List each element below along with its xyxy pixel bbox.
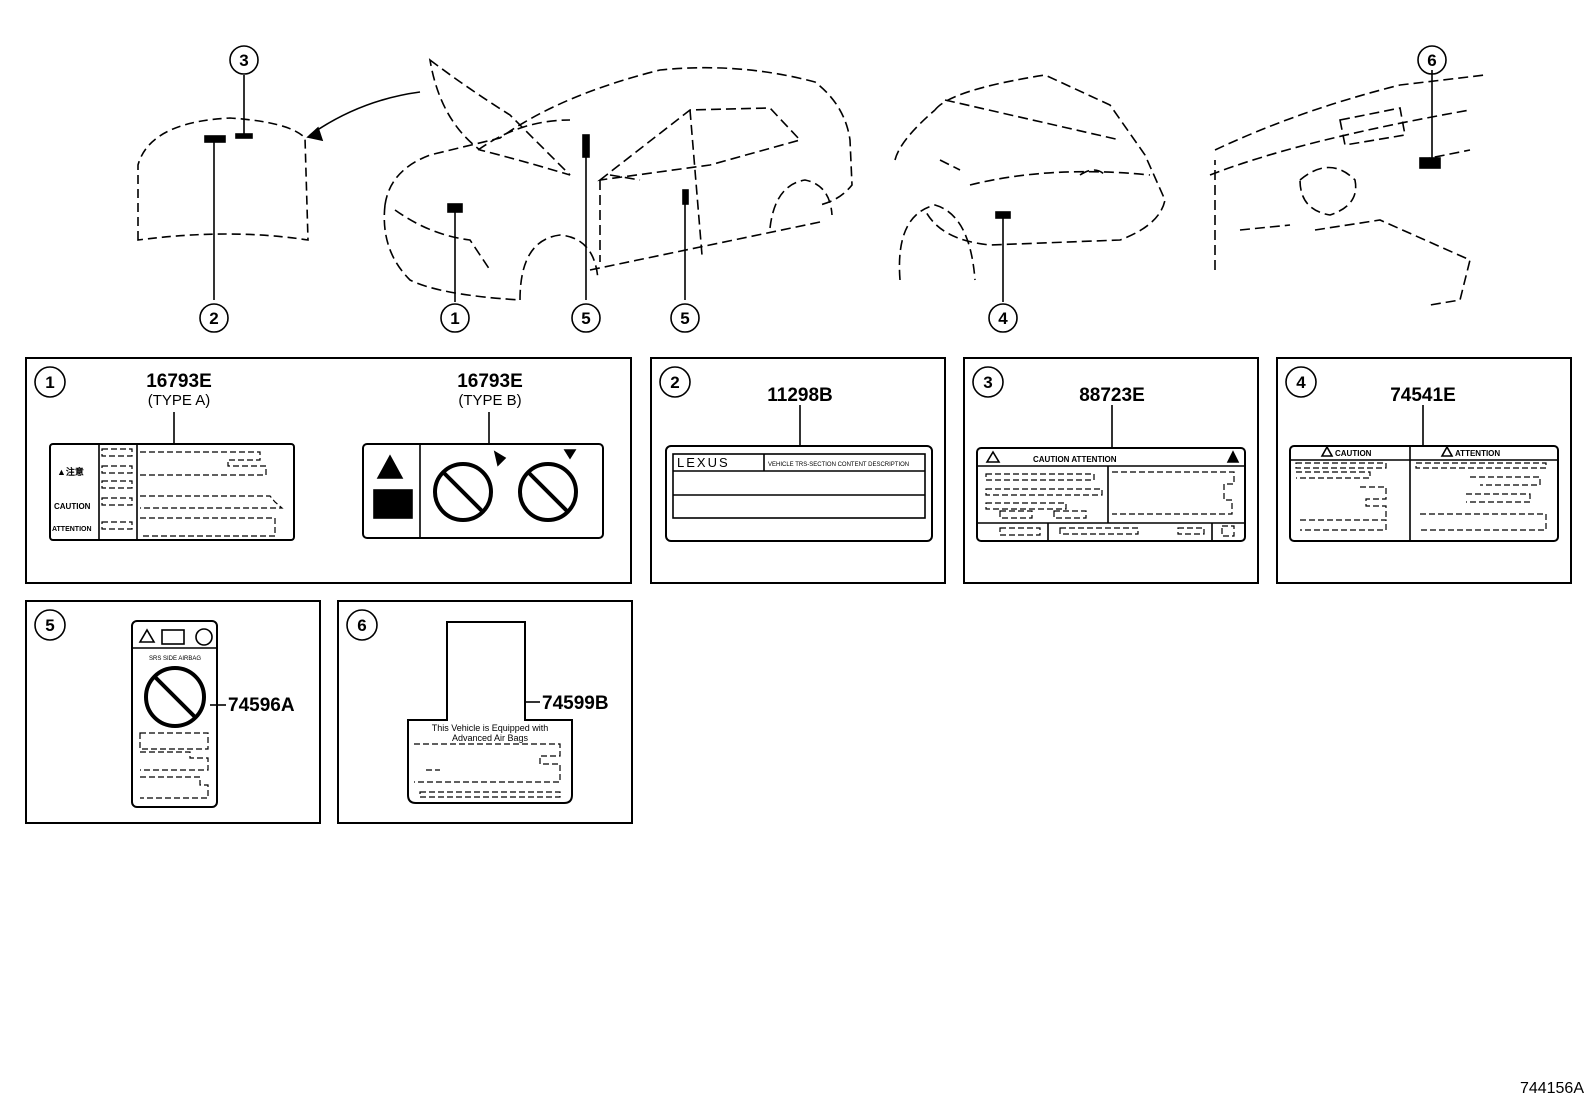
car-rear-illustration — [894, 74, 1166, 281]
callout-3-label: 3 — [239, 51, 248, 70]
panel-5-number: 5 — [45, 616, 54, 635]
panel-frames — [25, 357, 1572, 824]
callout-5a-label: 5 — [581, 309, 590, 328]
callout-6-label: 6 — [1427, 51, 1436, 70]
part-number-74599b: 74599B — [542, 693, 609, 714]
label-16793e-type-b — [362, 412, 604, 539]
part-number-16793e-a: 16793E — [146, 371, 212, 392]
callout-6-circle — [1417, 45, 1447, 75]
label-74541e-caution: CAUTION — [1335, 449, 1372, 458]
airbag-notice-line2: Advanced Air Bags — [452, 733, 529, 743]
panel-4-number: 4 — [1296, 373, 1306, 392]
callout-circles — [199, 45, 1447, 333]
lexus-brand: LEXUS — [677, 455, 730, 470]
callout-1-circle — [440, 303, 470, 333]
part-number-74596a: 74596A — [228, 695, 295, 716]
label-a-jp-caution: ▲注意 — [57, 466, 84, 477]
callout-4-label: 4 — [998, 309, 1008, 328]
car-front-illustration — [383, 58, 853, 301]
panel-3-frame — [963, 357, 1259, 584]
panel-6-number: 6 — [357, 616, 366, 635]
panel-2-number: 2 — [670, 373, 679, 392]
callout-4-circle — [988, 303, 1018, 333]
car-rear-details — [995, 211, 1011, 302]
srs-side-airbag-text: SRS SIDE AIRBAG — [149, 656, 201, 662]
part-number-88723e: 88723E — [1079, 385, 1145, 406]
label-88723e — [976, 405, 1246, 542]
label-88723e-header: CAUTION ATTENTION — [1033, 455, 1117, 464]
airbag-notice-line1: This Vehicle is Equipped with — [432, 723, 549, 733]
callout-5b-label: 5 — [680, 309, 689, 328]
label-74599b — [407, 621, 573, 804]
type-a-caption: (TYPE A) — [148, 392, 211, 409]
part-number-16793e-b: 16793E — [457, 371, 523, 392]
panel-4-frame — [1276, 357, 1572, 584]
dashboard-illustration — [1209, 74, 1486, 306]
label-16793e-type-a — [49, 412, 295, 541]
label-11298b — [665, 405, 933, 542]
callout-1-label: 1 — [450, 309, 459, 328]
car-front-details — [447, 134, 689, 302]
hood-illustration — [137, 75, 421, 300]
panel-5-frame — [25, 600, 321, 824]
callout-3-circle — [229, 45, 259, 75]
callout-2-circle — [199, 303, 229, 333]
panel-3-number: 3 — [983, 373, 992, 392]
label-a-attention: ATTENTION — [52, 526, 92, 533]
lexus-label-header: VEHICLE TRS-SECTION CONTENT DESCRIPTION — [768, 462, 909, 468]
part-number-74541e: 74541E — [1390, 385, 1456, 406]
callout-5a-circle — [571, 303, 601, 333]
panel-1-frame — [25, 357, 632, 584]
dashboard-details — [1419, 70, 1441, 169]
label-a-caution: CAUTION — [54, 502, 91, 511]
label-74541e-attention: ATTENTION — [1455, 449, 1500, 458]
panel-2-frame — [650, 357, 946, 584]
panel-number-circles — [34, 366, 1317, 641]
figure-id: 744156A — [1520, 1080, 1584, 1097]
panel-6-frame — [337, 600, 633, 824]
panel-1-number: 1 — [45, 373, 54, 392]
label-74596a — [131, 620, 226, 808]
callout-5b-circle — [670, 303, 700, 333]
label-74541e — [1289, 405, 1559, 542]
part-number-11298b: 11298B — [767, 385, 833, 406]
type-b-caption: (TYPE B) — [458, 392, 521, 409]
callout-2-label: 2 — [209, 309, 218, 328]
